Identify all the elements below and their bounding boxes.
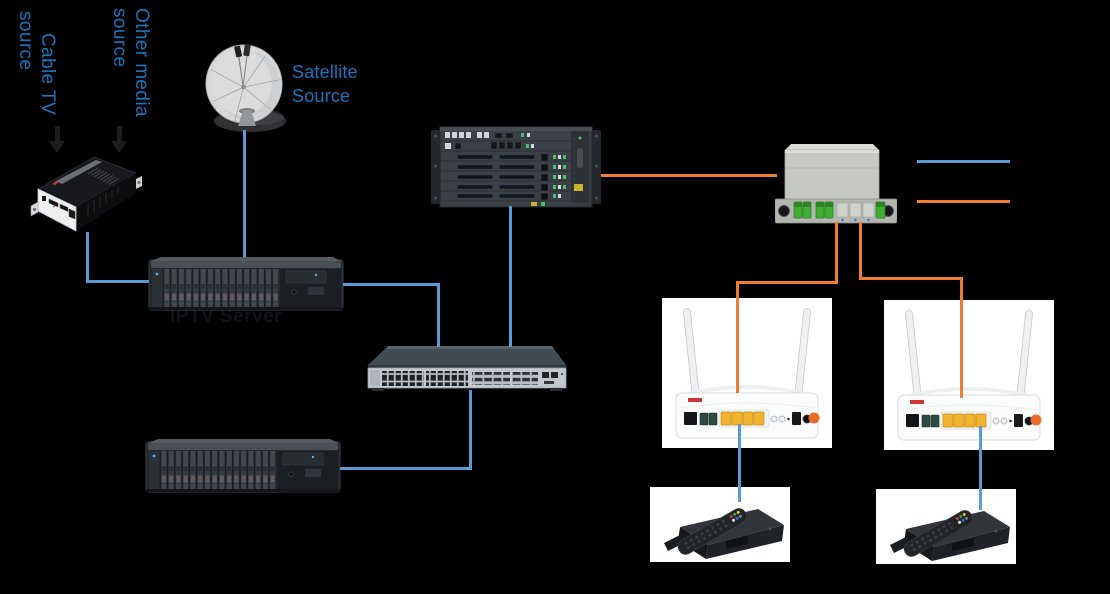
satellite-dish-image xyxy=(198,40,298,140)
link-splitter-out-right-v1 xyxy=(859,222,862,280)
other-media-source-line1: Other media xyxy=(131,8,152,117)
link-olt-to-splitter xyxy=(601,174,777,177)
link-iptv-server-right xyxy=(343,283,440,286)
link-ont1-to-stb1 xyxy=(738,424,741,502)
ethernet-switch-device xyxy=(360,344,572,392)
link-iptv-server-to-switch xyxy=(437,283,440,347)
set-top-box-device-1 xyxy=(650,487,790,562)
legend-ethernet-line xyxy=(917,160,1010,163)
link-splitter-out-left-h xyxy=(736,281,838,284)
link-satellite-to-iptv-server xyxy=(243,130,246,257)
down-arrow-icon xyxy=(49,126,66,153)
link-splitter-to-ont2 xyxy=(960,277,963,398)
optical-splitter-device xyxy=(775,144,897,224)
link-encoder-down xyxy=(86,232,89,283)
link-splitter-out-right-h xyxy=(859,277,963,280)
link-switch-to-vod-server xyxy=(340,467,472,470)
down-arrow-icon xyxy=(111,126,128,153)
link-splitter-out-left-v1 xyxy=(835,222,838,284)
link-olt-to-switch xyxy=(509,206,512,347)
link-splitter-to-ont1 xyxy=(736,281,739,393)
other-media-source-line2: source xyxy=(109,8,130,68)
satellite-source-label: Satellite Source xyxy=(292,60,358,108)
other-media-source-label: Other media source xyxy=(108,8,152,117)
cable-tv-source-label: Cable TV source xyxy=(14,11,58,115)
set-top-box-device-2 xyxy=(876,489,1016,564)
legend-fiber-line xyxy=(917,200,1010,203)
ont-router-device-2 xyxy=(884,300,1054,450)
link-encoder-to-iptv-server xyxy=(86,280,149,283)
ont-router-device-1 xyxy=(662,298,832,448)
satellite-source-line1: Satellite xyxy=(292,62,358,82)
vod-server-device xyxy=(145,436,345,496)
hdmi-encoder-device xyxy=(30,143,142,235)
cable-tv-source-line2: source xyxy=(15,11,36,71)
olt-chassis-device xyxy=(431,126,601,208)
satellite-source-line2: Source xyxy=(292,86,351,106)
iptv-server-device xyxy=(148,254,348,314)
link-switch-down xyxy=(469,390,472,470)
link-ont2-to-stb2 xyxy=(979,426,982,510)
cable-tv-source-line1: Cable TV xyxy=(37,33,58,116)
iptv-server-label: IPTV Server xyxy=(170,306,283,327)
